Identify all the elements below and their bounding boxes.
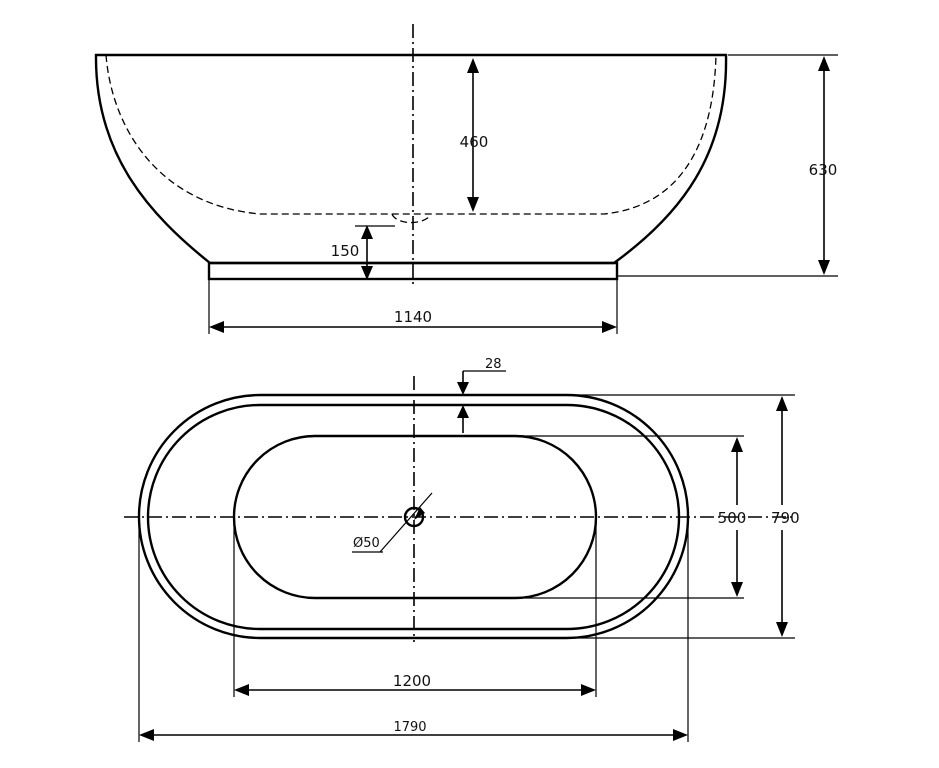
dim-630-label: 630 <box>809 161 838 179</box>
dim-460-arrow-top <box>467 58 479 73</box>
dim-790-arrow-bottom <box>776 622 788 637</box>
dim-28-arrow-top <box>457 382 469 395</box>
dim-1200-label: 1200 <box>393 672 431 690</box>
dim-460-arrow-bottom <box>467 197 479 212</box>
dim-28-arrow-bottom <box>457 405 469 418</box>
side-view-outer-shell <box>94 53 728 265</box>
dim-500-label: 500 <box>718 509 747 527</box>
side-view-drain <box>391 213 431 224</box>
side-view-base <box>207 261 619 281</box>
dim-150-arrow-top <box>361 225 373 239</box>
dim-1140-arrow-left <box>209 321 224 333</box>
dim-150-label: 150 <box>331 242 360 260</box>
dim-1200-arrow-left <box>234 684 249 696</box>
dim-1790-label: 1790 <box>393 720 426 735</box>
dim-150-arrow-bottom <box>361 266 373 280</box>
dim-drain-arrow <box>414 507 425 520</box>
dim-28-label: 28 <box>485 357 502 372</box>
dim-1140-label: 1140 <box>394 308 432 326</box>
dim-1200-arrow-right <box>581 684 596 696</box>
dim-1140-arrow-right <box>602 321 617 333</box>
side-view-inner-basin <box>105 54 717 215</box>
drain-icon <box>403 506 425 528</box>
dim-790-label: 790 <box>771 509 800 527</box>
dim-790-arrow-top <box>776 396 788 411</box>
dim-500-arrow-top <box>731 437 743 452</box>
dim-630-arrow-top <box>818 56 830 71</box>
dim-1790-arrow-right <box>673 729 688 741</box>
dim-1790-arrow-left <box>139 729 154 741</box>
dim-630-arrow-bottom <box>818 260 830 275</box>
dim-drain-label: Ø50 <box>353 536 380 551</box>
dim-460-label: 460 <box>460 133 489 151</box>
dim-500-arrow-bottom <box>731 582 743 597</box>
top-view: Ø50 28 500 790 1200 <box>124 357 800 742</box>
dim-drain-leader <box>379 492 433 553</box>
side-view: 460 630 150 1140 <box>94 24 838 334</box>
